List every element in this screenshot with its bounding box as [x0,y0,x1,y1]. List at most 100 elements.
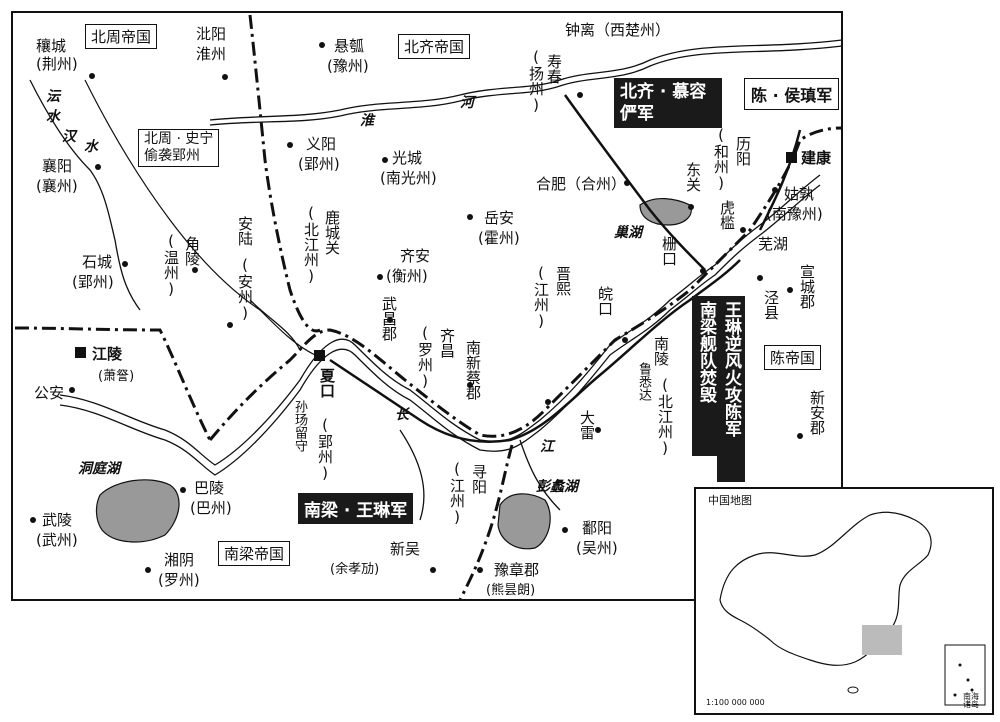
city-rangcheng: 穰城 [36,37,67,55]
city-xiakou-sub: (郢州) [316,416,334,482]
fleet-note: 王琳逆风火攻陈军 [717,296,745,482]
pengli-lake [497,493,551,550]
city-baling: 巴陵 [194,479,225,497]
city-nanxincaijun: 南新蔡郡 [464,340,482,400]
water-he: 河 [460,95,474,111]
city-gushu: 姑孰 [784,185,815,203]
city-xuanchengjun: 宣城郡 [798,264,816,309]
city-xunyang-sub: (江州) [448,460,466,526]
army-beiqi: 北齐 · 慕容俨军 [614,78,722,128]
state-chen: 陈帝国 [764,345,822,370]
city-qian: 齐安 [400,247,431,265]
city-jingxian: 泾县 [762,290,780,320]
city-luchengguan-sub: (北江州) [302,204,320,285]
water-chaohu: 巢湖 [614,225,642,241]
city-poyang: 鄱阳 [582,519,613,537]
city-wuchangjun: 武昌郡 [380,296,398,341]
city-jiankang: 建康 [801,149,832,167]
city-hefei: 合肥（合州） [536,175,627,193]
city-dalei: 大雷 [578,410,596,440]
city-yuean: 岳安 [484,209,515,227]
city-shouchun: 寿春 [545,54,563,84]
water-dongting: 洞庭湖 [78,461,120,477]
beizhou-route [84,79,316,356]
city-qichang-sub: (罗州) [416,324,434,390]
city-rangcheng-sub: (荆州) [36,55,78,73]
city-biyang-sub: 淮州 [196,45,227,63]
city-nanling-sub2: 鲁悉达 [636,362,651,401]
city-anlu: 安陆 [236,216,254,246]
beizhou-label-line1: 北周 · 史宁 [144,131,214,147]
city-qian-sub: (衡州) [386,267,428,285]
city-xiangyin: 湘阴 [164,551,195,569]
city-jiaoling-sub: (温州) [162,232,180,298]
chao-lake [639,198,692,226]
lakes [95,198,692,550]
beizhou-label-line2: 偷袭郢州 [144,148,200,164]
city-jinxi: 晋熙 [554,266,572,296]
city-dots [30,42,803,573]
water-shui: 水 [46,109,60,125]
city-zhongli: 钟离（西楚州） [565,21,671,39]
state-beizhou: 北周帝国 [85,24,158,49]
city-yuzhangjun: 豫章郡 [494,561,540,579]
army-chen: 陈 · 侯瑱军 [744,78,840,110]
city-jiangling: 江陵 [92,345,123,363]
city-xinwu-sub: (余孝劢) [330,562,380,577]
city-xuanhu: 悬瓠 [334,37,365,55]
city-xunyang: 寻阳 [470,464,488,494]
water-han: 汉 [62,129,76,145]
water-chang: 长 [395,407,409,423]
city-baling-sub: (巴州) [190,499,232,517]
army-nanliang: 南梁 · 王琳军 [298,493,414,524]
city-yuzhangjun-sub: (熊昙朗) [486,583,536,598]
beiqi-route [563,94,706,271]
city-nanling-sub: (北江州) [656,376,674,457]
city-jiaoling: 角陵 [183,236,201,266]
city-wuhu: 芜湖 [758,235,789,253]
city-yiyang: 义阳 [306,135,337,153]
city-xiakou-sub2: 孙玚留守 [292,400,307,452]
city-qichang: 齐昌 [438,328,456,358]
army-routes [84,79,802,444]
city-xiangyang: 襄阳 [42,157,73,175]
state-beiqi: 北齐帝国 [398,34,471,59]
inset-china-map [694,487,994,715]
city-jinxi-sub: (江州) [532,264,550,330]
inset-islands-label: 南海诸岛 [963,692,979,709]
city-liyang-sub: (和州) [712,126,730,192]
water-yun: 沄 [46,89,60,105]
city-biyang: 沘阳 [196,25,227,43]
inset-scale: 1:100 000 000 [706,698,765,707]
chen-route [758,129,802,231]
city-shouchun-sub: (扬州) [527,48,545,114]
city-shicheng-sub: (郢州) [72,273,114,291]
city-gushu-sub: (南豫州) [766,205,823,223]
city-xuanhu-sub: (豫州) [327,57,369,75]
army-beizhou: 北周 · 史宁 偷袭郢州 [138,129,220,167]
dongting-lake [95,479,180,543]
city-wankou: 皖口 [596,286,614,316]
state-nanliang: 南梁帝国 [218,541,291,566]
nanliang-route [329,259,741,444]
city-luchengguan: 鹿城关 [323,210,341,255]
city-dongguan: 东关 [684,162,702,192]
fleet-note-2: 南梁舰队焚毁 [692,296,720,456]
city-xiakou: 夏口 [318,368,336,398]
city-anlu-sub: (安州) [236,256,254,322]
city-poyang-sub: (吴州) [576,539,618,557]
water-huai: 淮 [360,113,374,129]
city-hujian: 虎槛 [718,200,736,230]
city-wuling-sub: (武州) [36,531,78,549]
city-wuling: 武陵 [42,511,73,529]
city-jiangling-sub: (萧詧) [98,369,135,384]
city-shicheng: 石城 [82,253,113,271]
map-frame [11,11,843,601]
water-jiang: 江 [540,439,554,455]
borders [14,14,843,601]
city-yuean-sub: (霍州) [478,229,520,247]
city-xiangyin-sub: (罗州) [158,571,200,589]
city-nanling: 南陵 [652,336,670,366]
city-gongan: 公安 [34,384,65,402]
city-guangcheng-sub: (南光州) [380,169,437,187]
